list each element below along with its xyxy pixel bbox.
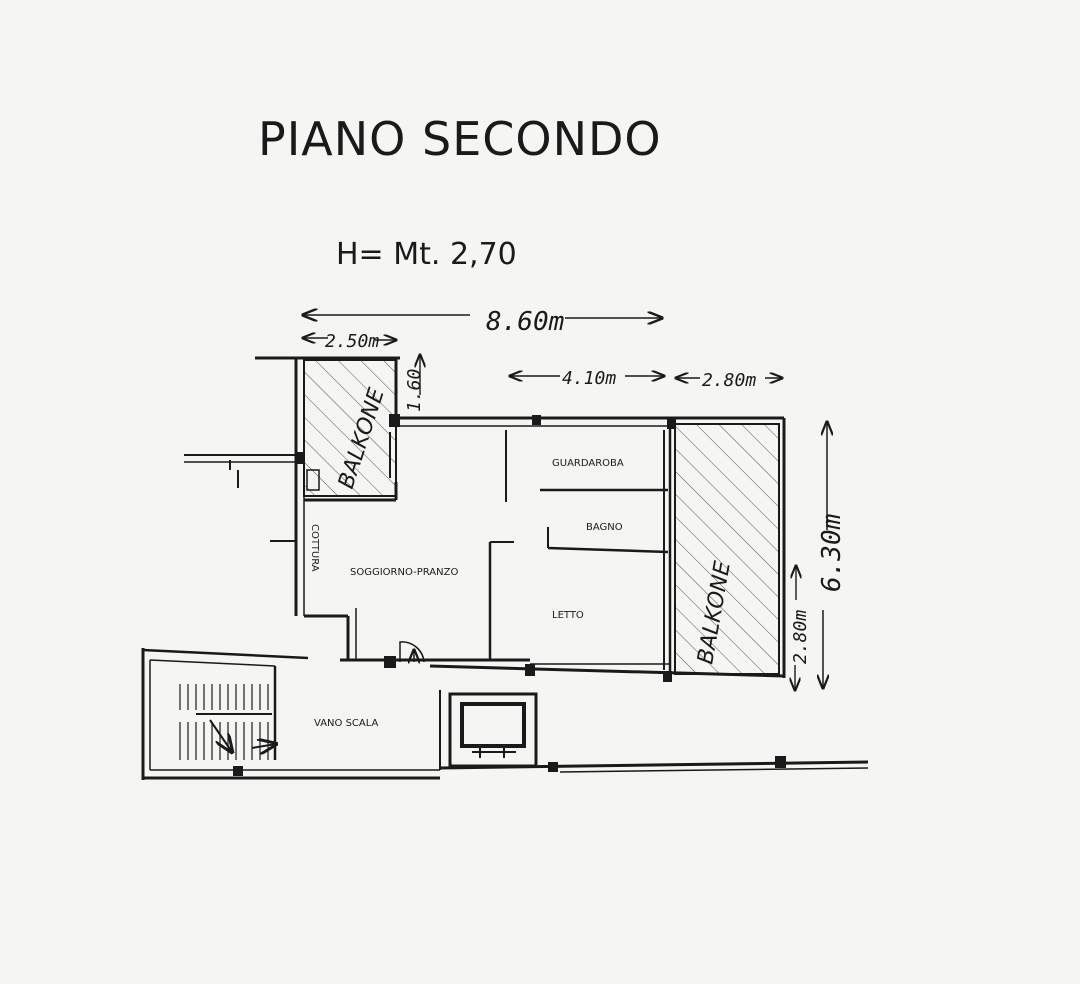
- dimension-balcony-left-depth: 1.60: [404, 355, 425, 412]
- dimension-right-span: 4.10m: [510, 368, 664, 389]
- room-label-cottura: COTTURA: [309, 524, 320, 572]
- apartment-walls: [184, 356, 786, 678]
- plan-title: PIANO SECONDO: [258, 112, 662, 166]
- room-label-soggiorno: SOGGIORNO-PRANZO: [350, 567, 458, 578]
- ceiling-height-label: H= Mt. 2,70: [336, 237, 517, 272]
- balcony-right: BALKONE: [674, 423, 780, 675]
- room-label-guardaroba: GUARDAROBA: [552, 458, 624, 469]
- dimension-total-depth-label: 6.30m: [817, 514, 847, 592]
- dimension-balcony-right-depth-label: 2.80m: [790, 610, 811, 664]
- dimension-balcony-left-width-label: 2.50m: [325, 331, 379, 352]
- elevator: [448, 692, 538, 768]
- room-label-bagno: BAGNO: [586, 522, 623, 533]
- dimension-total-width-label: 8.60m: [486, 307, 564, 337]
- dimension-balcony-left-width: 2.50m: [303, 331, 396, 352]
- room-label-vano-scala: VANO SCALA: [314, 718, 379, 729]
- dimension-total-depth: 6.30m: [817, 422, 847, 688]
- dimension-total-width: 8.60m: [303, 307, 662, 337]
- kitchen-fixture: [306, 469, 320, 491]
- dimension-balcony-right-depth: 2.80m: [790, 566, 811, 690]
- room-label-letto: LETTO: [552, 610, 584, 621]
- dimension-balcony-right-width: 2.80m: [676, 370, 782, 391]
- dimension-right-span-label: 4.10m: [562, 368, 616, 389]
- balcony-left: BALKONE: [303, 359, 397, 497]
- entrance-door: [399, 641, 425, 662]
- dimension-balcony-right-width-label: 2.80m: [702, 370, 756, 391]
- dimension-balcony-left-depth-label: 1.60: [404, 369, 425, 412]
